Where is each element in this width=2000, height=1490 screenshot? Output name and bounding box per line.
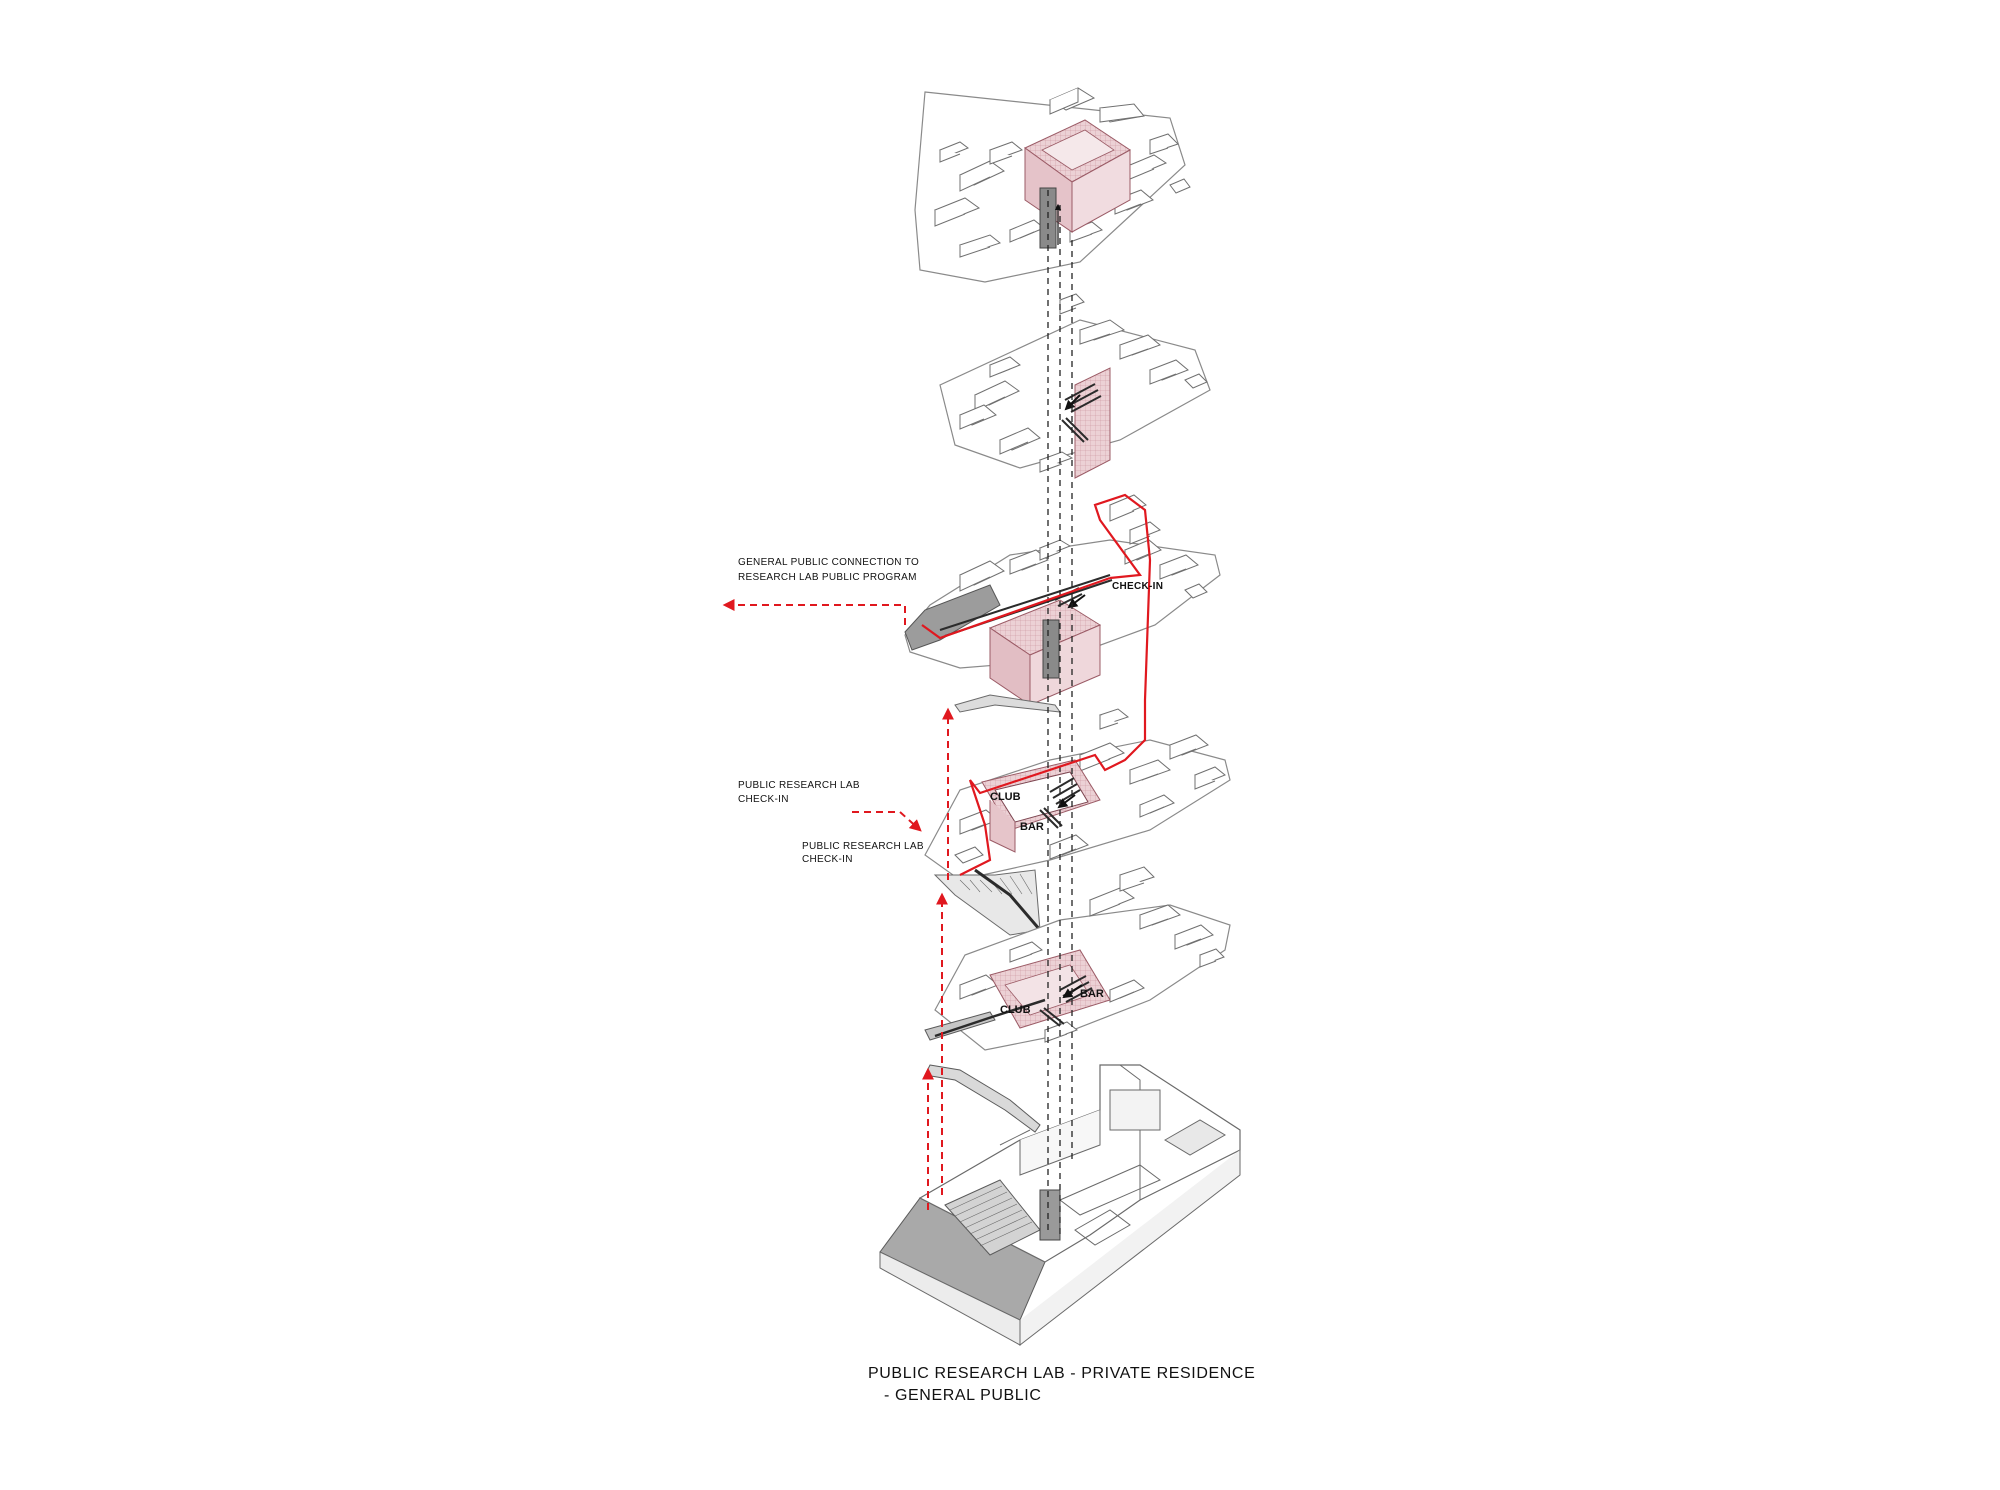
lab-checkin-b-label-line2: CHECK-IN [802, 854, 853, 865]
program-tags: CLUB BAR CLUB BAR [990, 791, 1104, 1016]
caption-line-2: - GENERAL PUBLIC [884, 1387, 1042, 1404]
red-dashed-arrows [722, 599, 954, 1210]
level-4-plate [904, 494, 1221, 706]
bar-tag-level-2: BAR [1080, 988, 1104, 1000]
vertical-circulation-lines [1047, 190, 1073, 1235]
club-tag-level-3: CLUB [990, 791, 1021, 803]
diagram-caption: PUBLIC RESEARCH LAB - PRIVATE RESIDENCE … [868, 1365, 1255, 1404]
public-connection-route [921, 576, 1111, 640]
bar-tag-level-3: BAR [1020, 821, 1044, 833]
level-5-plate [939, 293, 1211, 479]
level-5-program-block [1074, 367, 1111, 479]
general-public-label-line2: RESEARCH LAB PUBLIC PROGRAM [738, 572, 917, 583]
caption-line-1: PUBLIC RESEARCH LAB - PRIVATE RESIDENCE [868, 1365, 1255, 1382]
ground-level-plate [879, 1064, 1241, 1347]
level-3-plate [924, 694, 1231, 936]
lab-checkin-arrow [852, 811, 922, 832]
private-residence-route [959, 493, 1152, 876]
check-in-label: CHECK-IN [1112, 581, 1163, 592]
public-connection-ramp [904, 584, 1001, 651]
red-circulation-paths [921, 493, 1152, 876]
general-public-label-line1: GENERAL PUBLIC CONNECTION TO [738, 557, 919, 568]
lab-checkin-a-label-line2: CHECK-IN [738, 794, 789, 805]
general-public-arrow [722, 599, 906, 625]
level-6-plate [914, 87, 1191, 283]
lab-checkin-a-label-line1: PUBLIC RESEARCH LAB [738, 780, 860, 791]
club-tag-level-2: CLUB [1000, 1004, 1031, 1016]
level-2-plate [924, 866, 1231, 1133]
lab-checkin-b-label-line1: PUBLIC RESEARCH LAB [802, 841, 924, 852]
annotation-labels: GENERAL PUBLIC CONNECTION TO RESEARCH LA… [738, 557, 1163, 865]
